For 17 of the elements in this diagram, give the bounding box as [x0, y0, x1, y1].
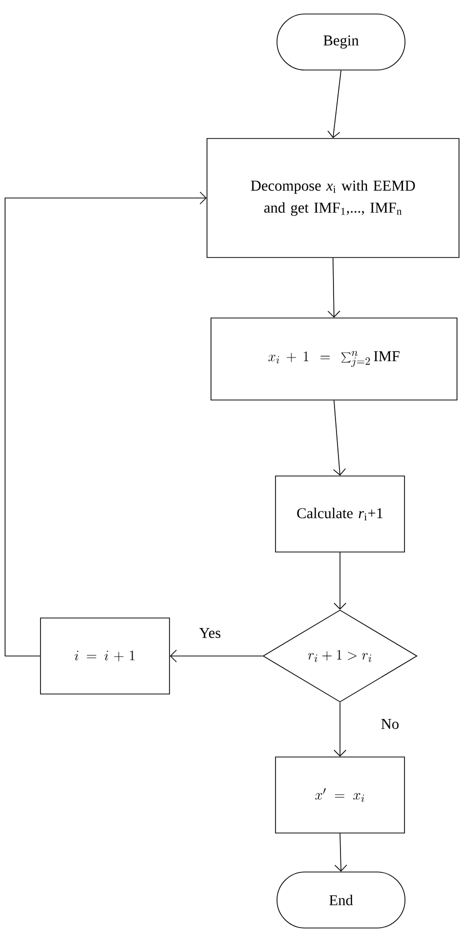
edge-label: No	[380, 718, 400, 730]
arrow	[4, 192, 207, 656]
process-box: $i=i+1$	[40, 618, 170, 694]
arrow	[334, 552, 346, 610]
edge-label: Yes	[198, 627, 222, 639]
arrow	[328, 258, 340, 318]
process-box: Calculate r$_{i}$+1	[275, 476, 405, 552]
arrow	[334, 833, 348, 872]
arrow	[327, 70, 342, 138]
arrow	[170, 650, 263, 662]
terminal-box: End	[276, 872, 406, 928]
process-box: $x_i+1=\sum_{j=2}^{n}\mathrm{IMF}$	[210, 318, 458, 400]
process-box: Decompose x$_{i}$ with EEMD and get IMF$_{1}$,..., IMF$_{n}$	[206, 138, 460, 258]
terminal-box: Begin	[276, 14, 406, 70]
process-box: $x'=x_i$	[275, 756, 405, 834]
arrow	[334, 702, 346, 757]
arrow	[333, 400, 346, 476]
